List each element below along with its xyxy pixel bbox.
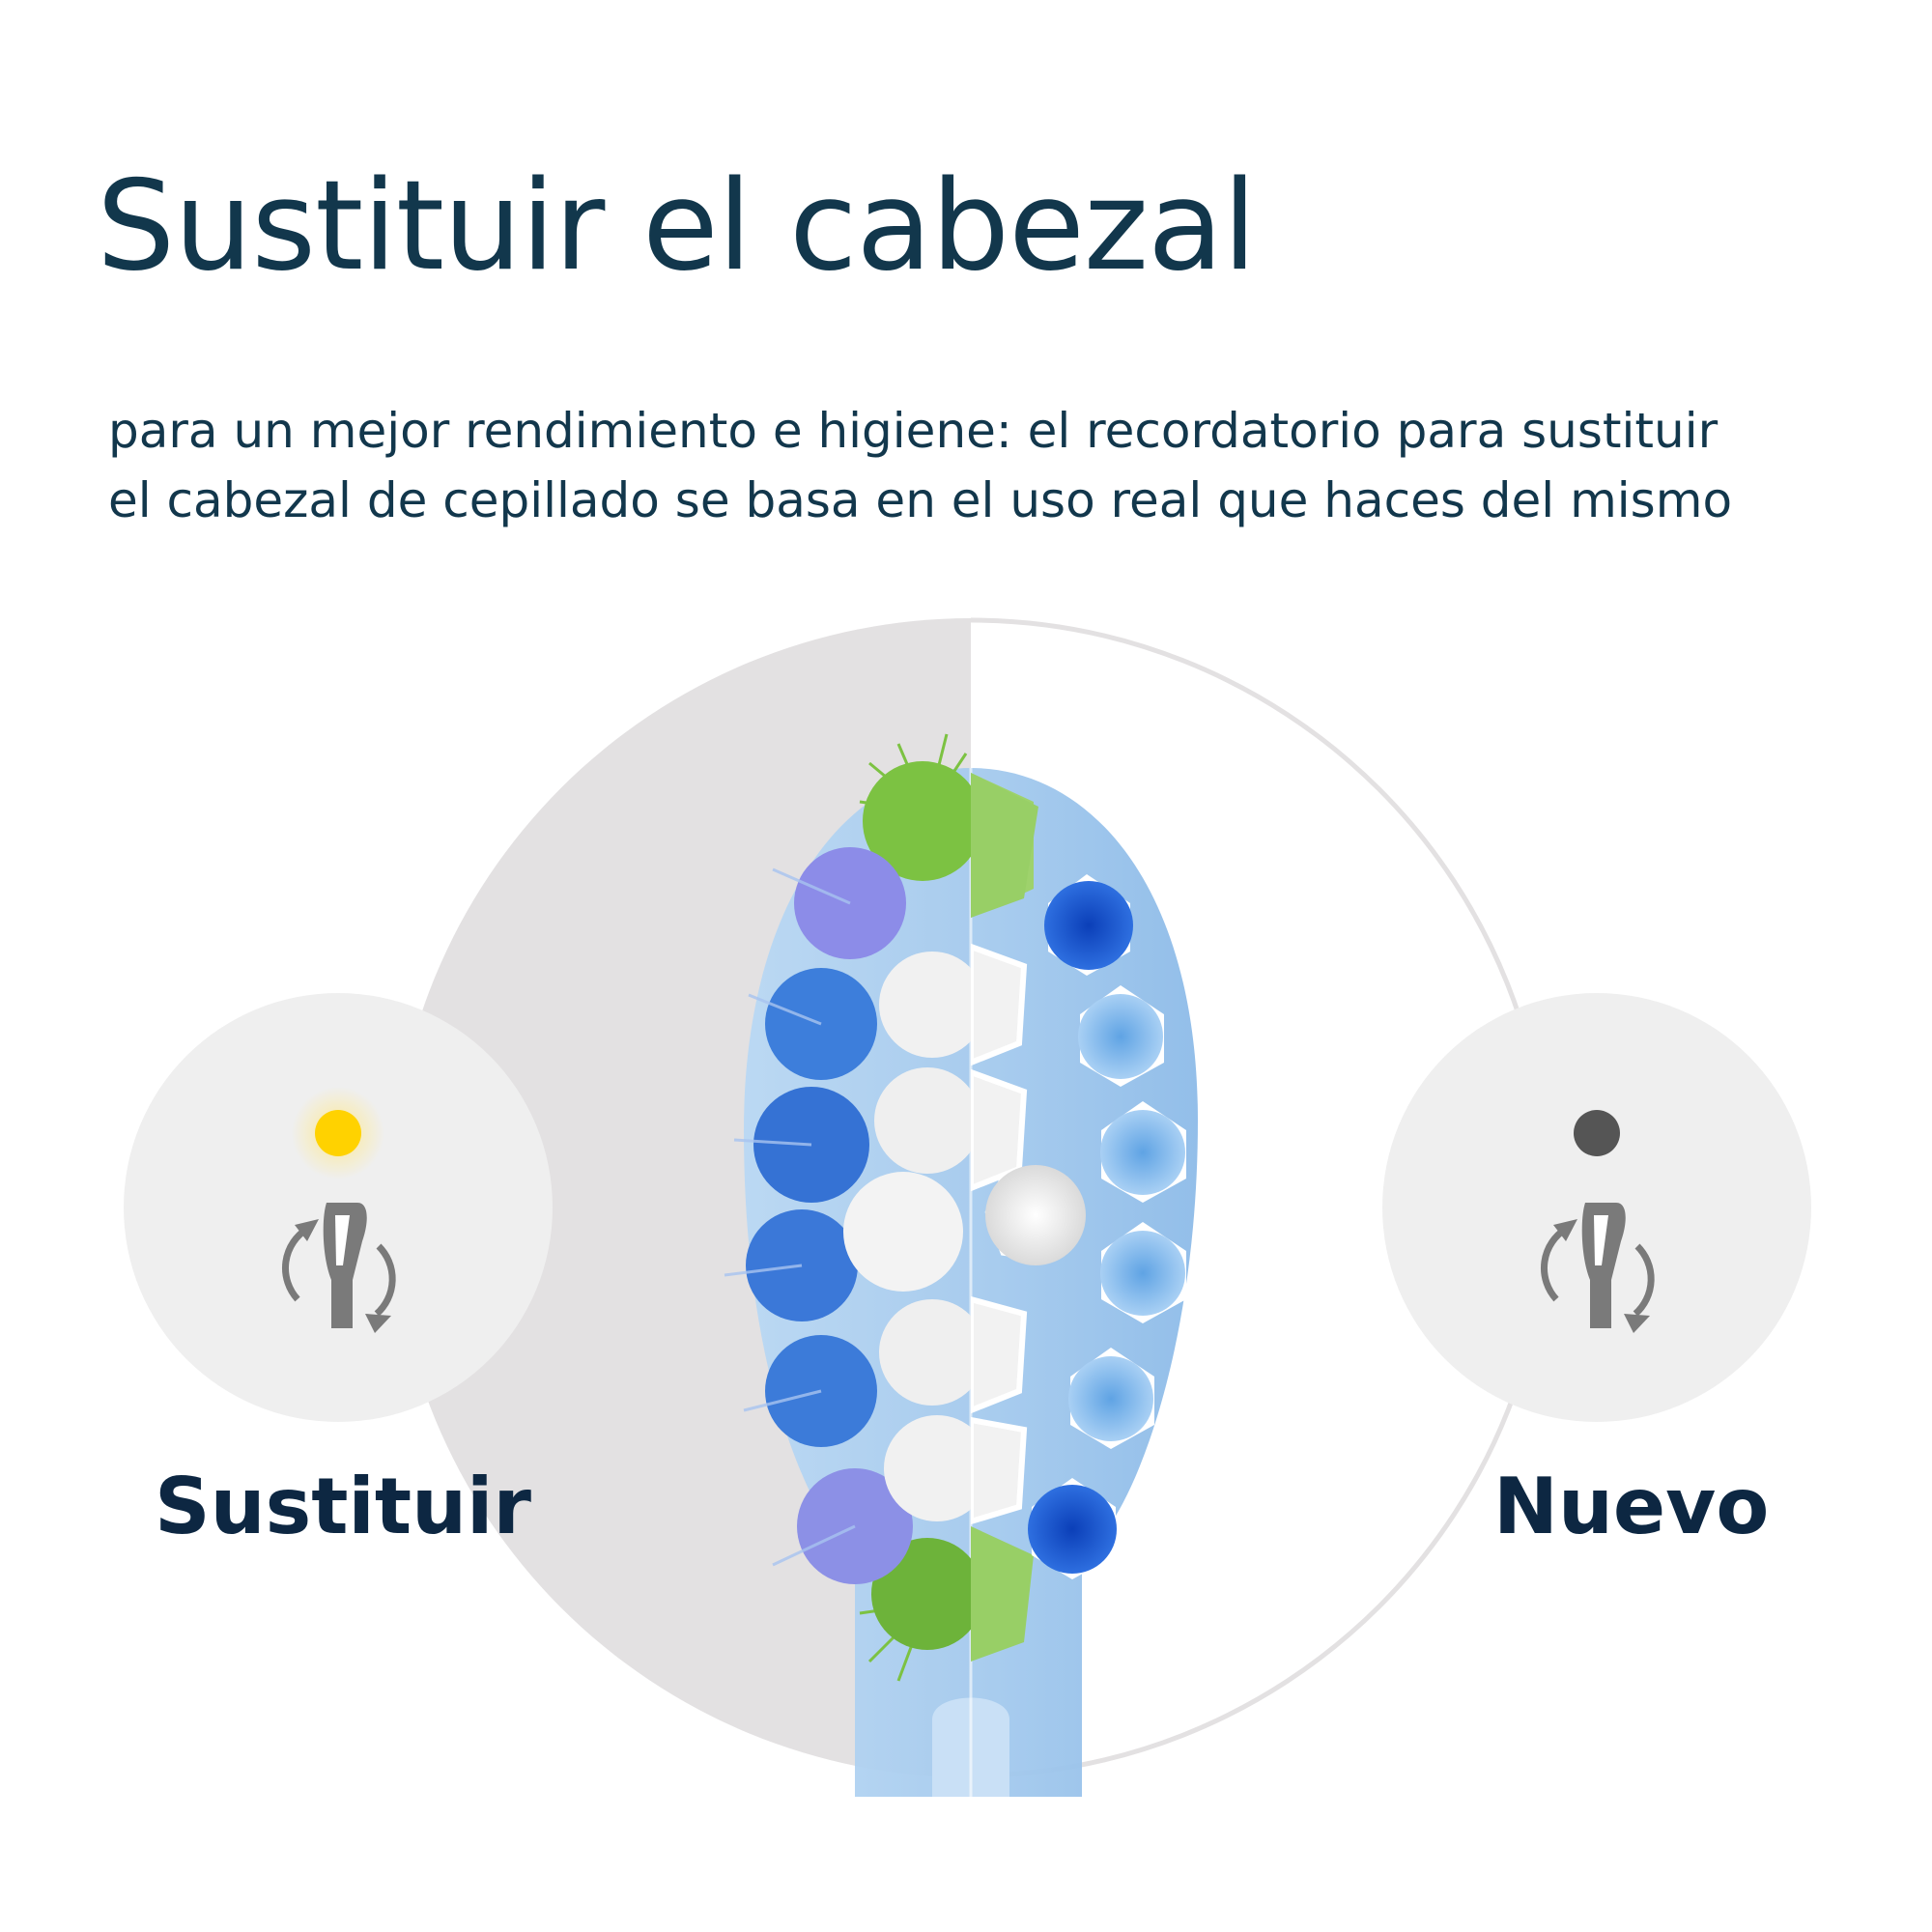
subtitle-line-1: para un mejor rendimiento e higiene: el …: [108, 403, 1719, 459]
new-bristles: [971, 773, 1186, 1662]
replace-indicator: [124, 993, 553, 1422]
new-light-dot: [1574, 1110, 1620, 1156]
subtitle-line-2: el cabezal de cepillado se basa en el us…: [108, 472, 1733, 528]
new-indicator: [1382, 993, 1811, 1422]
page-title: Sustituir el cabezal: [97, 155, 1257, 298]
replace-light-dot: [315, 1110, 361, 1156]
brush-head-rotate-icon: [1541, 1203, 1655, 1333]
brush-head-rotate-icon: [282, 1203, 396, 1333]
new-label: Nuevo: [1493, 1462, 1770, 1551]
replace-label: Sustituir: [155, 1462, 531, 1551]
page-subtitle: para un mejor rendimiento e higiene: el …: [108, 396, 1886, 535]
worn-bristles: [724, 733, 971, 1682]
